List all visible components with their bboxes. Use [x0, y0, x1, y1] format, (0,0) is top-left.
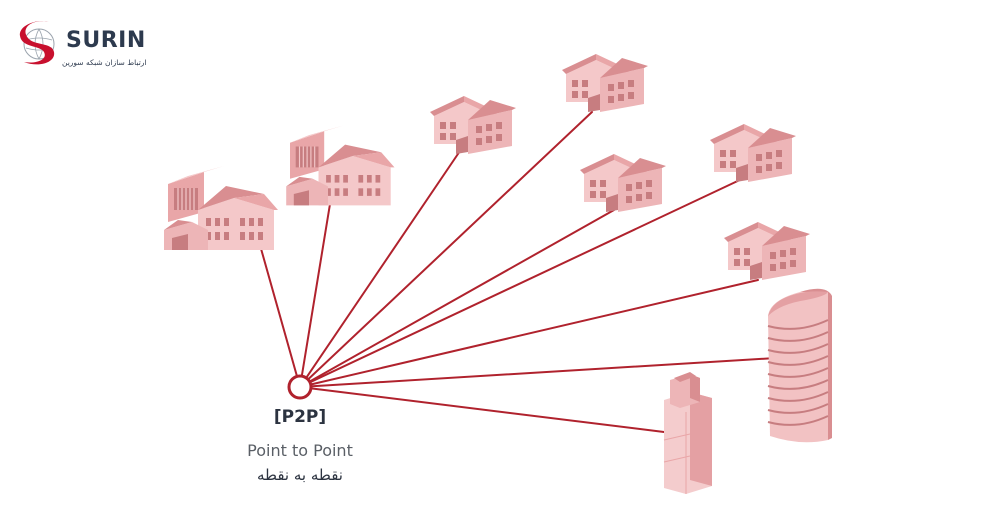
- tower-curved: [767, 288, 832, 443]
- link-factory-2: [299, 203, 331, 388]
- link-house-2: [299, 111, 593, 388]
- house-2: [562, 54, 648, 112]
- factory-1: [163, 165, 279, 251]
- link-house-3: [299, 209, 615, 388]
- tower-block: [663, 372, 712, 494]
- house-3: [580, 154, 666, 212]
- links: [257, 111, 777, 433]
- link-house-4: [299, 177, 745, 388]
- link-house-5: [299, 279, 759, 388]
- hub-node: [287, 374, 313, 400]
- hub-label: [P2P]: [273, 407, 327, 427]
- surin-logo: SURIN ارتباط سازان شبکه سورین: [18, 18, 148, 74]
- factory-2: [285, 125, 396, 206]
- house-1: [430, 96, 516, 154]
- hub-subtitle-fa: نقطه به نقطه: [257, 466, 343, 484]
- surin-logo-mark: [19, 20, 55, 65]
- link-factory-1: [257, 237, 301, 388]
- link-tower-block: [299, 386, 665, 433]
- hub-subtitle: Point to Point: [247, 441, 353, 460]
- logo-tagline: ارتباط سازان شبکه سورین: [62, 58, 147, 67]
- link-tower-curved: [299, 357, 777, 388]
- logo-wordmark: SURIN: [66, 28, 146, 53]
- house-4: [710, 124, 796, 182]
- link-house-1: [299, 147, 463, 388]
- house-5: [724, 222, 810, 280]
